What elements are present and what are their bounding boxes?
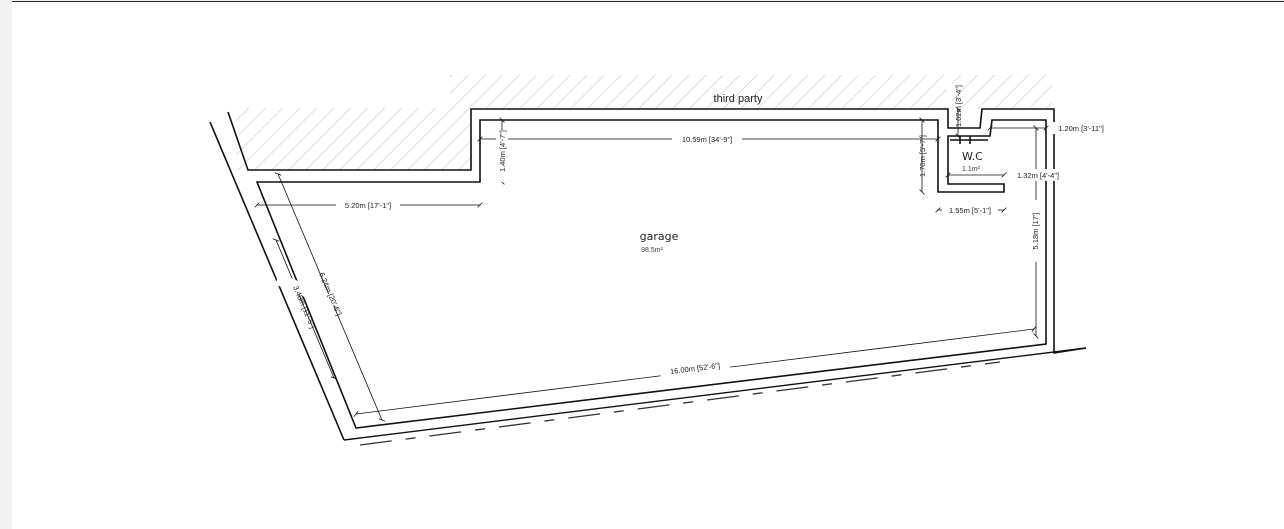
room-name-wc: W.C xyxy=(962,150,983,163)
dim-right-top: 1.20m [3'-11"] xyxy=(1058,124,1104,133)
dim-step-back: 1.40m [4'-7"] xyxy=(498,130,507,172)
neighbour-label: third party xyxy=(714,93,763,105)
room-name-garage: garage xyxy=(640,230,679,243)
party-wall-hatching xyxy=(236,75,1052,170)
room-area-garage: 98.5m² xyxy=(641,247,663,254)
dim-right-depth: 5.18m [17'] xyxy=(1031,213,1040,250)
dim-side-left-front: 5.20m [17'-1"] xyxy=(345,201,391,210)
room-area-wc: 1.1m² xyxy=(962,166,981,173)
dim-wc-side: 1.32m [4'-4"] xyxy=(1017,171,1059,180)
dim-wc-top: 1.02m [3'-4"] xyxy=(954,85,963,127)
dim-wc-width: 1.55m [5'-1"] xyxy=(949,206,991,215)
label-backgrounds xyxy=(275,122,1112,379)
dim-wc-depth: 1.70m [5'-7"] xyxy=(918,135,927,177)
dim-length-back: 10.59m [34'-9"] xyxy=(682,135,732,144)
